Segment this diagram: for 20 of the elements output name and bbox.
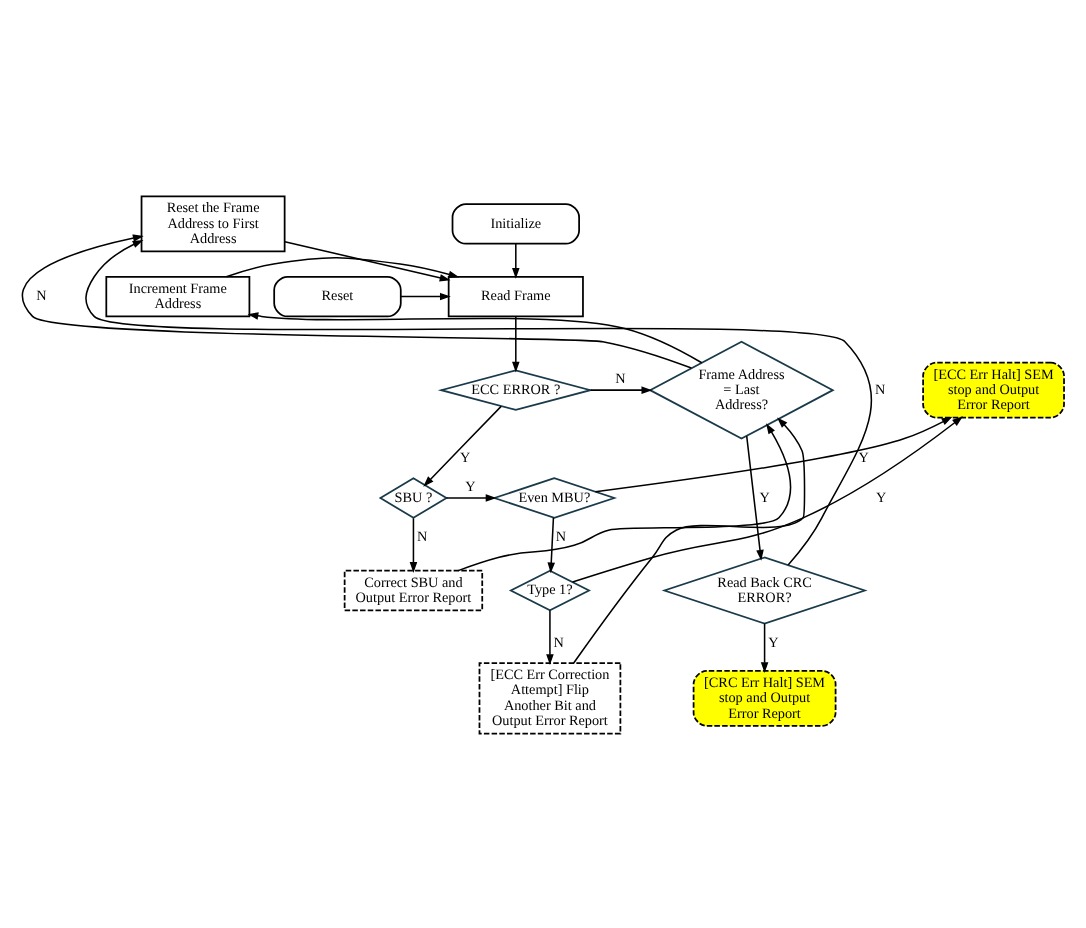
arrow	[445, 493, 497, 501]
arrow	[284, 239, 451, 281]
arrow	[589, 385, 653, 393]
arrow	[247, 311, 703, 363]
arrow	[457, 422, 792, 571]
arrow	[85, 239, 873, 565]
arrow	[546, 608, 554, 665]
arrow	[571, 415, 963, 582]
arrow	[760, 621, 769, 673]
arrow	[423, 404, 502, 486]
arrow	[745, 434, 764, 560]
arrow	[400, 291, 451, 300]
arrow	[572, 416, 806, 663]
arrow	[512, 314, 520, 372]
arrow	[594, 415, 953, 492]
arrow	[547, 516, 556, 573]
arrow	[512, 242, 520, 278]
arrow	[409, 516, 418, 572]
arrow	[21, 233, 693, 368]
arrow	[225, 256, 460, 278]
